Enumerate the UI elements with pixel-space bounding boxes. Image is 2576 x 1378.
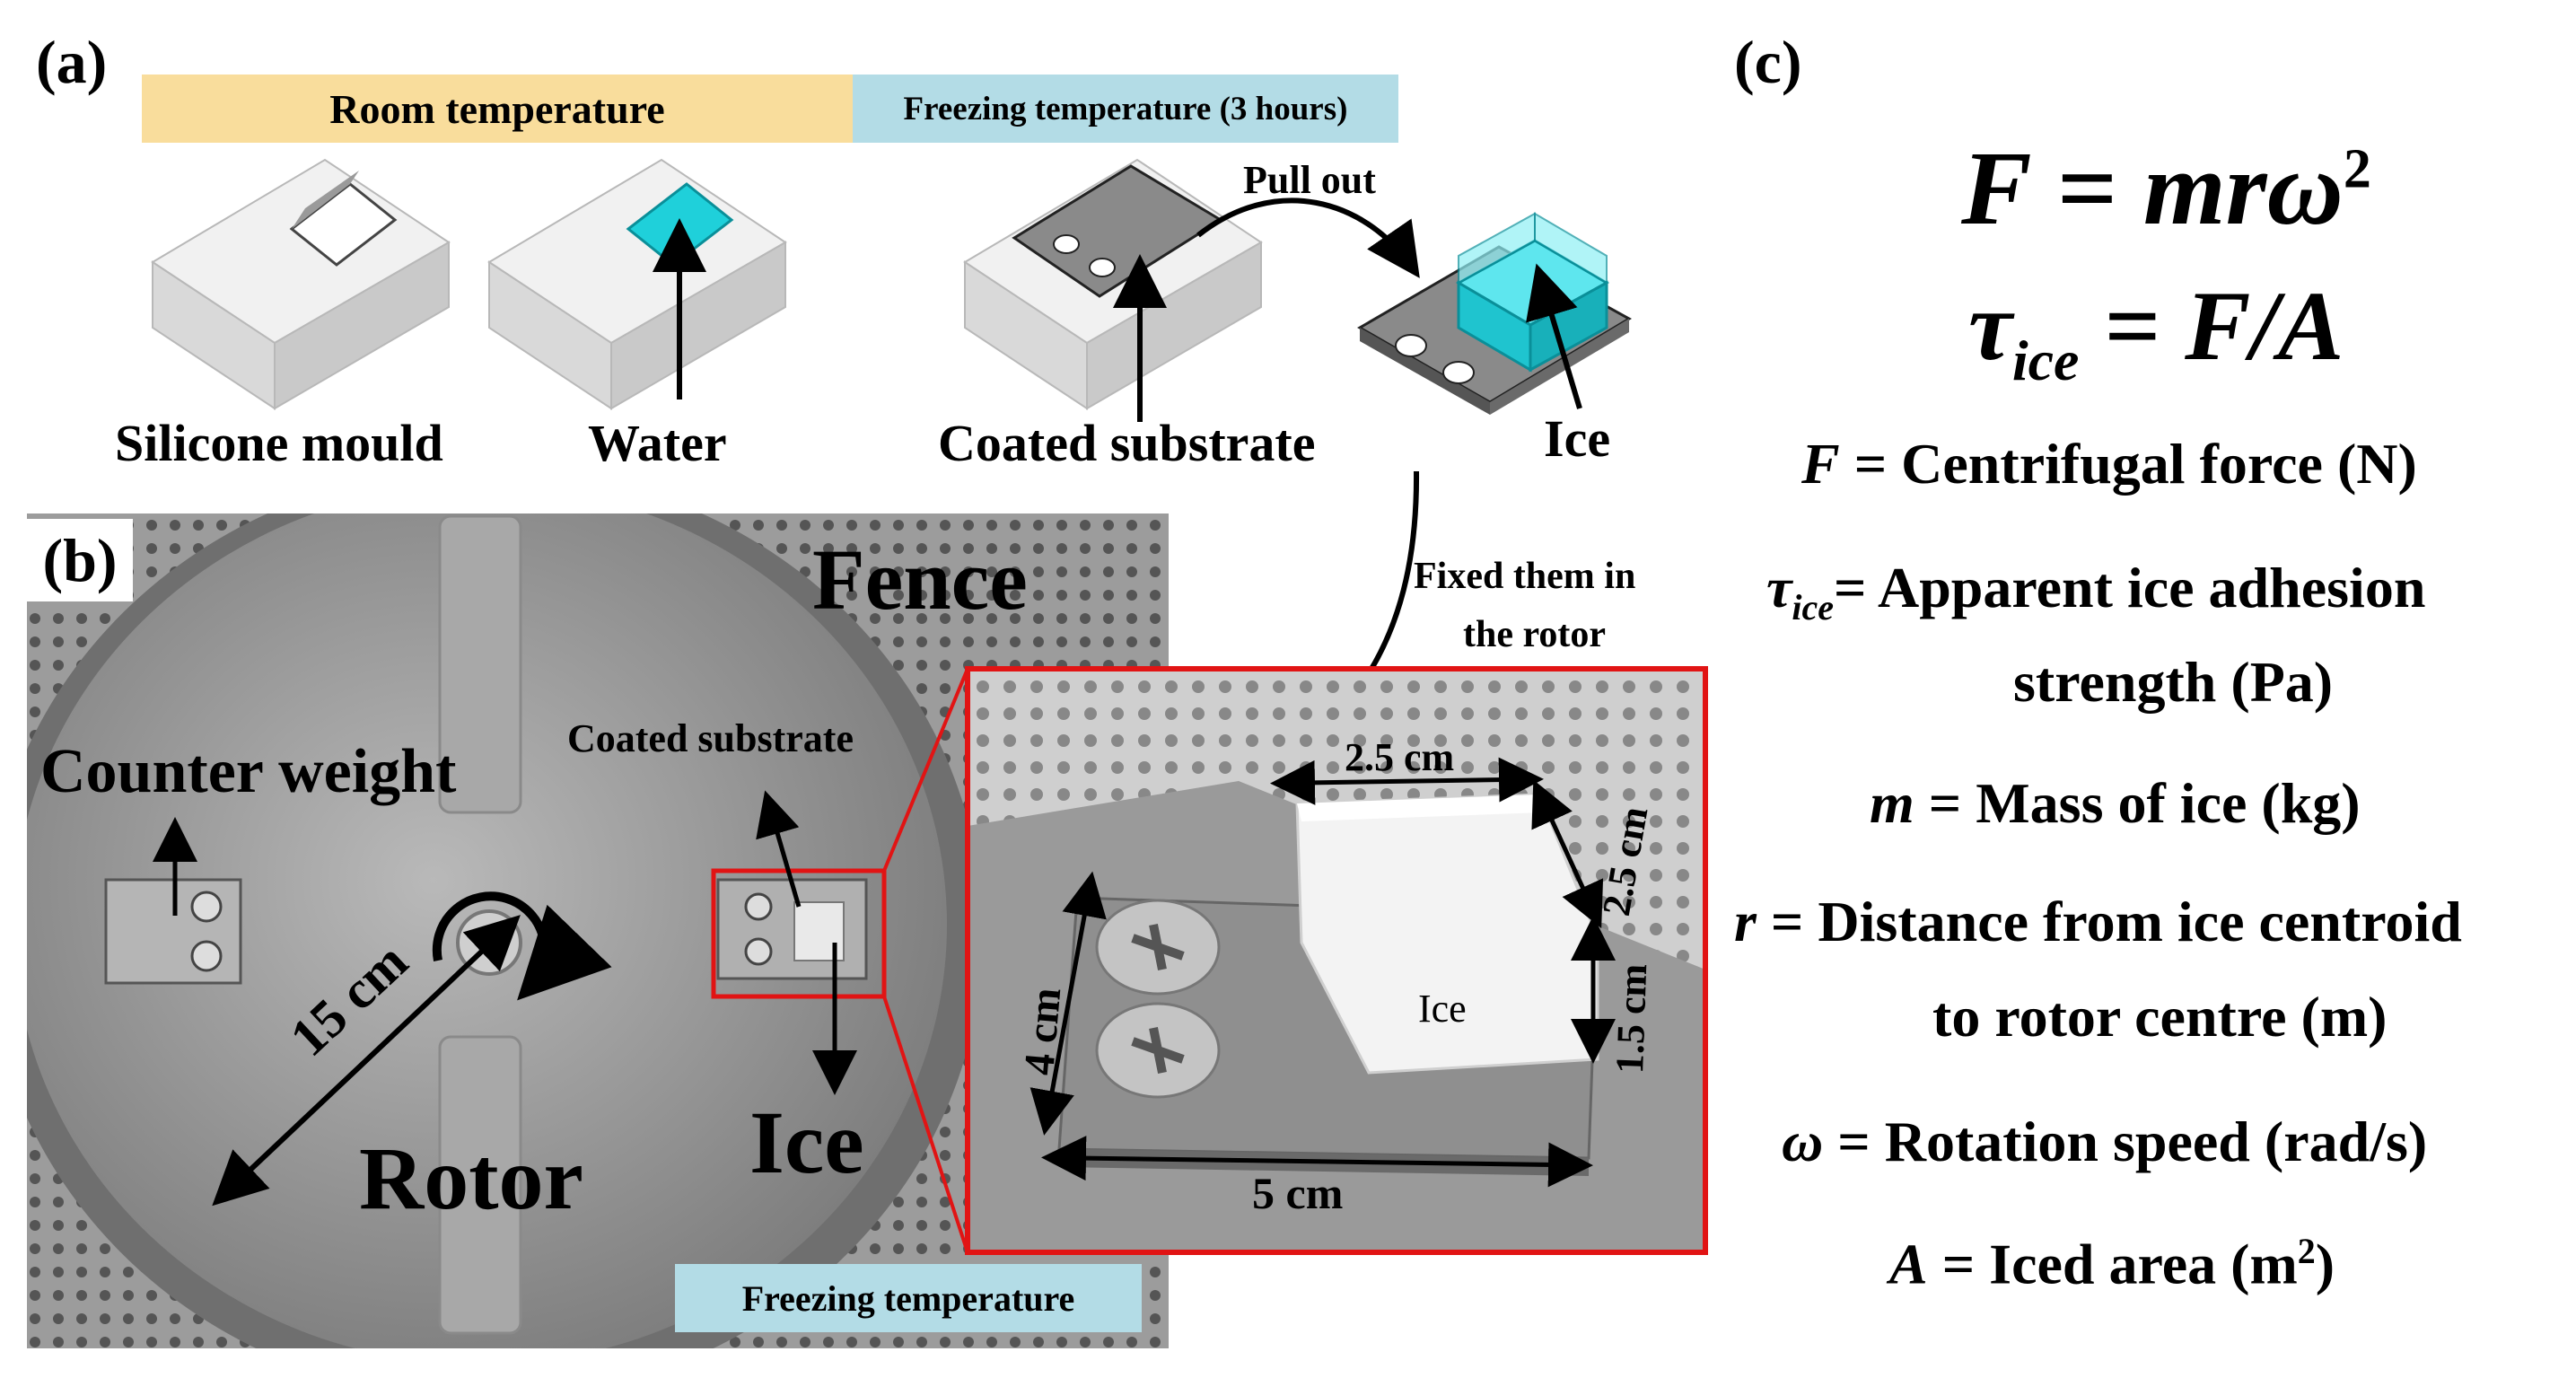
pull-out-label: Pull out [1243, 158, 1376, 202]
ice-photo-label: Ice [749, 1093, 864, 1192]
panel-a-label: (a) [36, 28, 108, 96]
def-area: A = Iced area (m2) [1889, 1231, 2335, 1296]
silicone-mould-illustration [151, 158, 451, 410]
ice-label: Ice [1544, 409, 1611, 468]
def-mass: m = Mass of ice (kg) [1870, 771, 2361, 835]
silicone-mould-label: Silicone mould [115, 414, 443, 472]
inset-dim-width: 4 cm [1014, 986, 1071, 1077]
def-tau-line2: strength (Pa) [2013, 650, 2334, 714]
inset-dim-height: 1.5 cm [1607, 962, 1656, 1075]
water-label: Water [588, 414, 727, 472]
coated-substrate-photo-label: Coated substrate [567, 716, 854, 760]
fixed-rotor-label-line2: the rotor [1463, 614, 1606, 655]
ice-arrow [1526, 263, 1582, 409]
def-distance-line2: to rotor centre (m) [1932, 985, 2388, 1049]
inset-dim-top: 2.5 cm [1345, 735, 1455, 779]
panel-b-label-box: (b) [27, 519, 133, 601]
equation-force: F = mrω2 [1961, 129, 2371, 247]
inset-dim-length: 5 cm [1252, 1168, 1344, 1218]
coated-substrate-label: Coated substrate [938, 414, 1316, 472]
def-force: F = Centrifugal force (N) [1801, 432, 2417, 496]
def-distance-line1: r = Distance from ice centroid [1734, 890, 2462, 953]
counter-weight-label: Counter weight [40, 737, 457, 806]
fence-label: Fence [812, 531, 1028, 628]
equation-tau: τice = F/A [1968, 271, 2344, 392]
freezing-temperature-photo-banner: Freezing temperature [675, 1264, 1142, 1332]
fixed-rotor-label-line1: Fixed them in [1414, 556, 1636, 597]
panel-c-label: (c) [1734, 28, 1802, 96]
inset-border [965, 666, 1708, 1255]
inset-dimension-arrows [1030, 757, 1616, 1188]
coated-substrate-mould-illustration [963, 158, 1263, 410]
pull-out-arrow [1196, 197, 1420, 278]
def-omega: ω = Rotation speed (rad/s) [1782, 1110, 2428, 1173]
inset-ice-label: Ice [1418, 987, 1467, 1031]
panel-b-label: (b) [42, 525, 118, 594]
freezing-temperature-banner: Freezing temperature (3 hours) [853, 75, 1398, 143]
def-tau-line1: τice= Apparent ice adhesion [1766, 556, 2426, 628]
room-temperature-banner: Room temperature [142, 75, 853, 143]
rotor-label: Rotor [359, 1128, 583, 1228]
